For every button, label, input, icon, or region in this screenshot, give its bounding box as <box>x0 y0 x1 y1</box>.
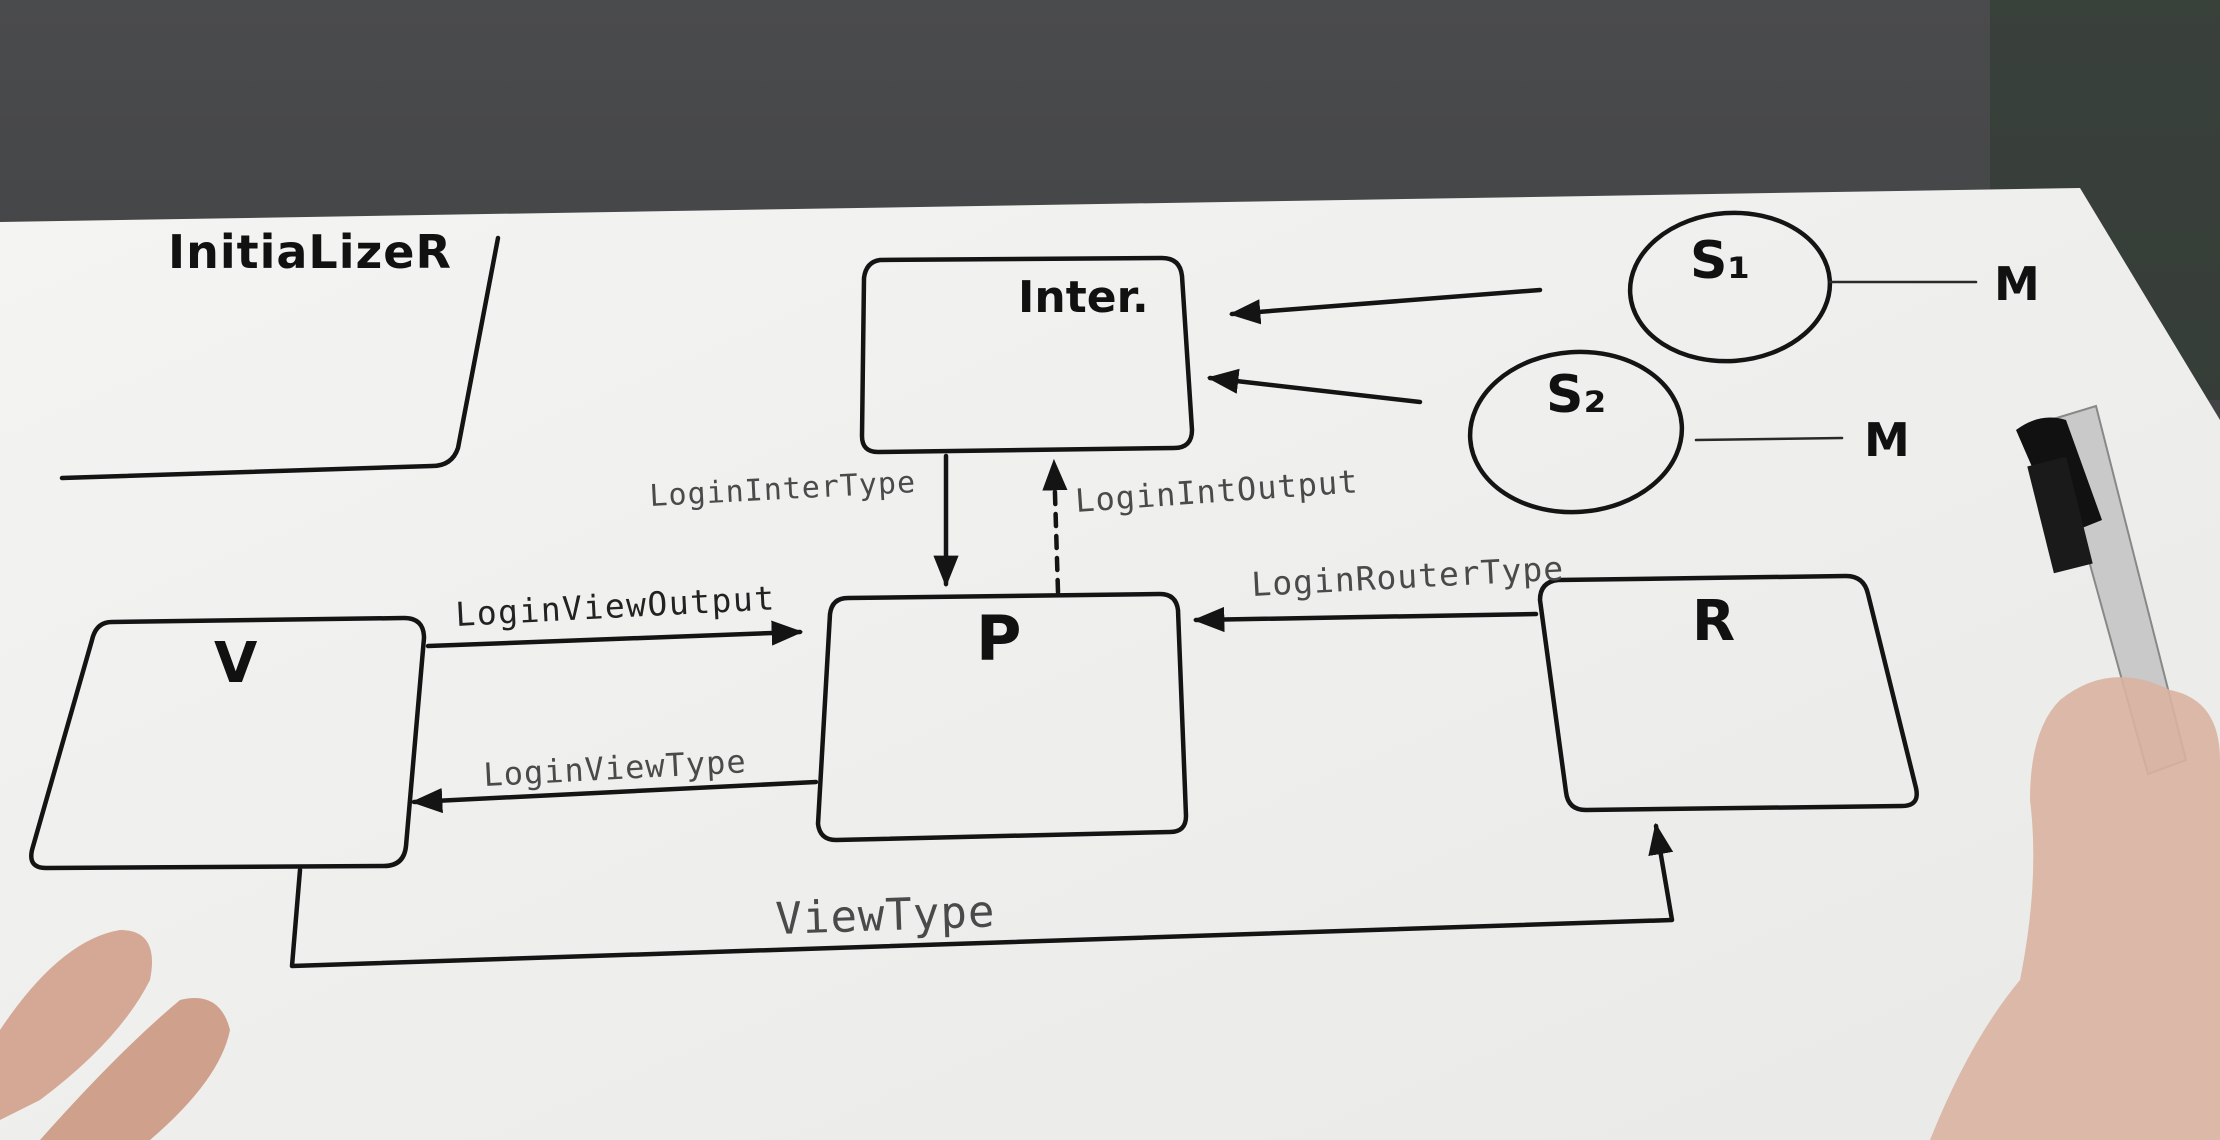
service2-model-link <box>1694 436 1844 442</box>
login-view-output-arrow <box>425 620 804 649</box>
service2-circle <box>1467 349 1685 515</box>
left-fingers <box>0 930 230 1140</box>
initializer-region: InitiaLizeR <box>59 225 501 481</box>
view-box <box>29 615 427 871</box>
view-type-arrow <box>289 822 1675 969</box>
service1-label: S₁ <box>1690 231 1750 291</box>
router-node: R <box>1537 573 1919 813</box>
service2-to-interactor-arrow <box>1206 368 1423 405</box>
interactor-label: Inter. <box>1018 272 1149 323</box>
router-box <box>1537 573 1919 813</box>
router-label: R <box>1692 589 1735 654</box>
interactor-box <box>859 255 1195 455</box>
service1-node: S₁ M <box>1627 210 2040 364</box>
service2-node: S₂ M <box>1467 349 1910 515</box>
service2-label: S₂ <box>1546 365 1606 425</box>
view-type-label: ViewType <box>775 886 997 945</box>
presenter-node: P <box>815 591 1189 843</box>
login-int-output-arrow <box>1042 458 1068 595</box>
login-router-type-arrow <box>1192 606 1539 633</box>
presenter-box <box>815 591 1189 843</box>
model2-label: M <box>1864 413 1910 467</box>
view-node: V <box>29 615 427 871</box>
service1-circle <box>1627 210 1833 364</box>
initializer-label: InitiaLizeR <box>168 225 452 279</box>
presenter-label: P <box>976 602 1021 675</box>
initializer-border <box>59 235 501 481</box>
service1-to-interactor-arrow <box>1228 287 1543 325</box>
login-view-type-arrow <box>410 779 819 814</box>
interactor-node: Inter. <box>859 255 1195 455</box>
model1-label: M <box>1994 257 2040 311</box>
right-hand <box>1930 677 2220 1140</box>
paper-sheet <box>0 188 2220 1140</box>
view-label: V <box>214 631 258 696</box>
